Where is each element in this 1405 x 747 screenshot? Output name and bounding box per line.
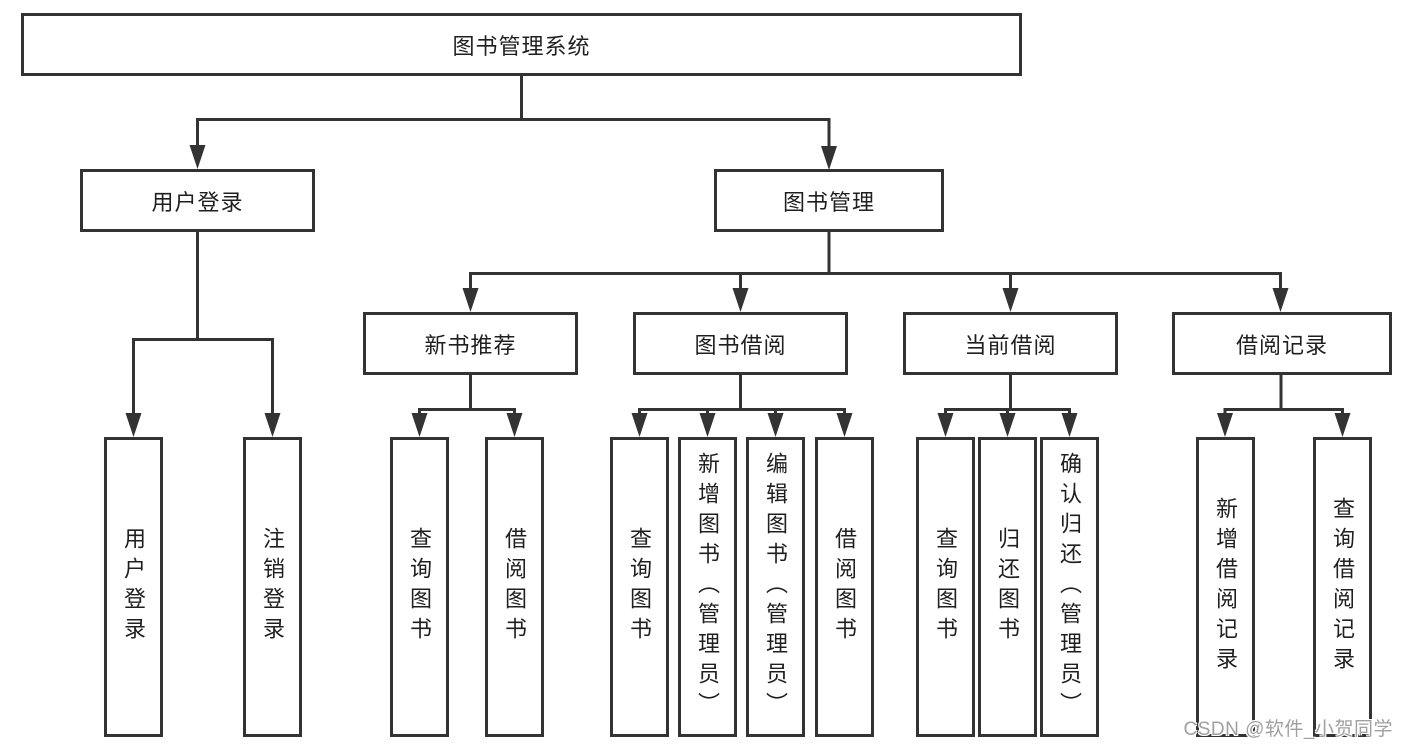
node-new-book-recommendation: 新书推荐	[363, 312, 578, 375]
leaf-edit-book-admin: 编辑图书（管理员）	[746, 437, 805, 737]
leaf-query-borrow-record: 查询借阅记录	[1313, 437, 1372, 737]
node-user-login: 用户登录	[80, 169, 315, 232]
leaf-borrow-book: 借阅图书	[815, 437, 874, 737]
leaf-borrow-book-recommend: 借阅图书	[485, 437, 544, 737]
leaf-query-book-borrowing: 查询图书	[610, 437, 669, 737]
node-library-system: 图书管理系统	[21, 13, 1022, 76]
node-current-borrowing: 当前借阅	[903, 312, 1118, 375]
node-book-borrowing: 图书借阅	[633, 312, 848, 375]
leaf-return-book: 归还图书	[978, 437, 1037, 737]
leaf-add-book-admin: 新增图书（管理员）	[678, 437, 737, 737]
arrowhead-icons	[125, 145, 1351, 437]
leaf-user-login: 用户登录	[104, 437, 163, 737]
csdn-watermark: CSDN @软件_小贺同学	[1183, 719, 1393, 740]
leaf-logout: 注销登录	[243, 437, 302, 737]
leaf-query-book-current: 查询图书	[916, 437, 975, 737]
node-borrowing-records: 借阅记录	[1172, 312, 1392, 375]
leaf-add-borrow-record: 新增借阅记录	[1196, 437, 1255, 737]
leaf-confirm-return-admin: 确认归还（管理员）	[1040, 437, 1099, 737]
node-book-management: 图书管理	[714, 169, 944, 232]
leaf-query-book-recommend: 查询图书	[390, 437, 449, 737]
connector-lines	[132, 68, 1344, 415]
